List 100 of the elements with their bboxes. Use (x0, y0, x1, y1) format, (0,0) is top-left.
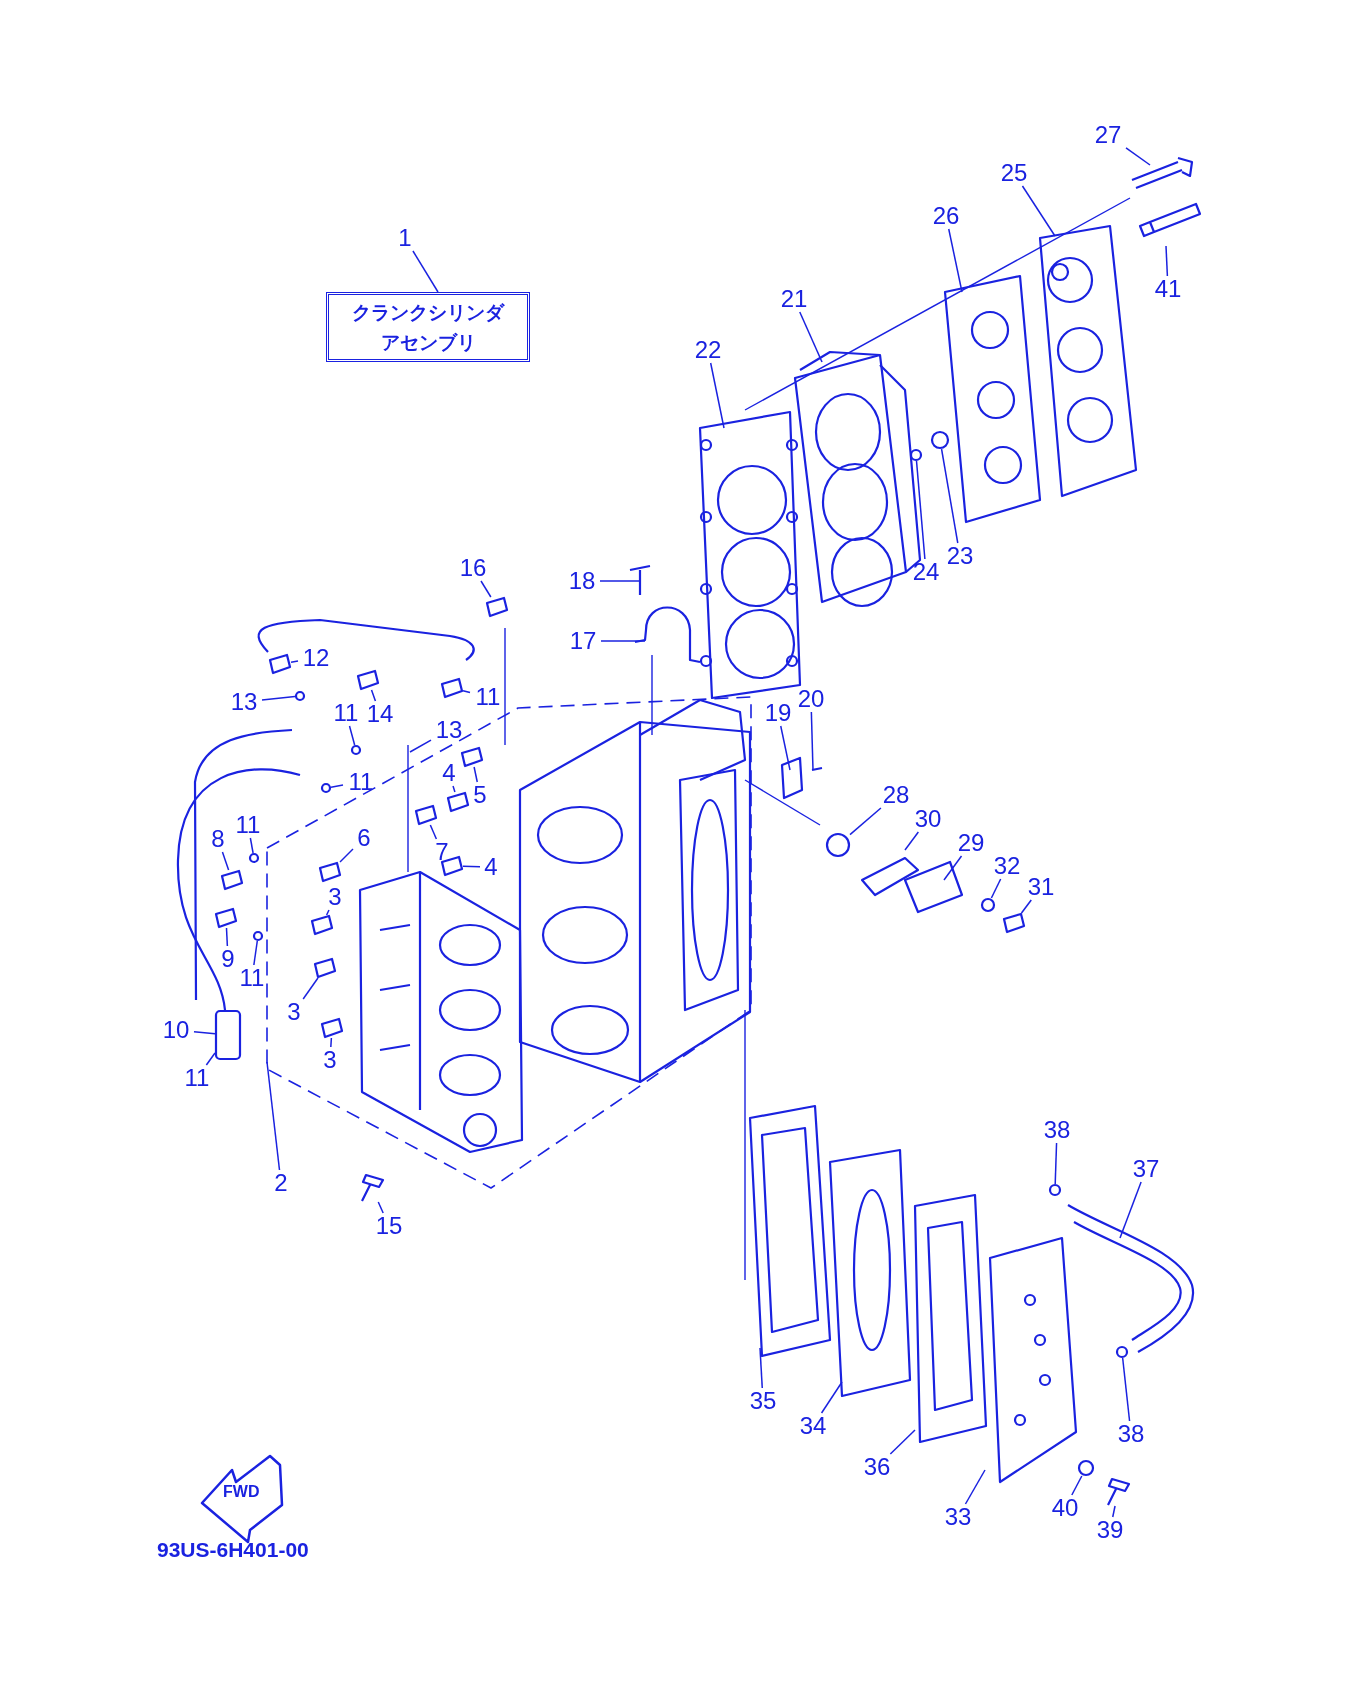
callout-number: 4 (438, 760, 460, 786)
washer (825, 832, 851, 858)
leader-line (290, 660, 299, 663)
leader-line (1054, 1142, 1058, 1185)
leader-line (948, 228, 963, 293)
fitting (268, 653, 292, 675)
leader-line (429, 824, 438, 840)
callout-number: 16 (455, 555, 491, 581)
leader-line (1125, 147, 1151, 166)
leader-line (221, 851, 230, 871)
washer (1077, 1459, 1095, 1477)
callout-number: 11 (470, 684, 506, 710)
callout-number: 13 (226, 689, 262, 715)
callout-number: 33 (940, 1504, 976, 1530)
callout-number: 2 (270, 1170, 292, 1196)
callout-number: 5 (469, 782, 491, 808)
callout-number: 36 (859, 1454, 895, 1480)
callout-number: 20 (793, 686, 829, 712)
leader-line (1071, 1475, 1083, 1496)
fitting (214, 907, 238, 929)
fitting (310, 914, 334, 936)
fitting (414, 804, 438, 826)
hose-clip (320, 782, 332, 794)
fitting (1002, 912, 1026, 934)
leader-line (302, 977, 319, 1000)
tube (214, 1009, 242, 1061)
callout-number: 8 (207, 826, 229, 852)
leader-line (225, 927, 229, 947)
callout-number: 27 (1090, 122, 1126, 148)
leader-line (1119, 1181, 1142, 1239)
leader-line (599, 580, 641, 582)
callout-number: 11 (230, 812, 266, 838)
fitting (485, 596, 509, 618)
callout-number: 22 (690, 337, 726, 363)
callout-number: 17 (565, 628, 601, 654)
leader-line (904, 831, 920, 851)
callout-number: 14 (362, 701, 398, 727)
hose-clip (248, 852, 260, 864)
leader-line (261, 695, 296, 701)
leader-line (462, 865, 481, 868)
leader-line (849, 807, 882, 836)
callout-number: 11 (179, 1065, 215, 1091)
hose-clip (1048, 1183, 1062, 1197)
callout-number: 10 (158, 1017, 194, 1043)
callout-number: 12 (298, 645, 334, 671)
leader-line (940, 448, 959, 544)
callout-number: 41 (1150, 276, 1186, 302)
leader-line (600, 640, 646, 642)
hose-clip (252, 930, 264, 942)
leader-line (1112, 1505, 1116, 1518)
callout-number: 30 (910, 806, 946, 832)
leader-line (1121, 1357, 1131, 1422)
leader-line (193, 1031, 216, 1035)
leader-line (889, 1429, 916, 1455)
callout-number: 26 (928, 203, 964, 229)
leader-line (1021, 185, 1056, 237)
bolt (1106, 1477, 1131, 1507)
fitting (446, 791, 470, 813)
leader-line (480, 580, 492, 598)
leader-line (452, 785, 456, 793)
callout-number: 15 (371, 1213, 407, 1239)
callout-number: 40 (1047, 1495, 1083, 1521)
hose-clip (1115, 1345, 1129, 1359)
leader-line (205, 1052, 216, 1066)
leader-line (990, 878, 1002, 899)
callout-number: 3 (324, 884, 346, 910)
leader-line (370, 689, 377, 702)
callout-number: 4 (480, 854, 502, 880)
washer (980, 897, 996, 913)
callout-number: 32 (989, 853, 1025, 879)
callout-number: 35 (745, 1388, 781, 1414)
callout-number: 3 (319, 1047, 341, 1073)
callout-number: 3 (283, 999, 305, 1025)
fitting (318, 861, 342, 883)
leader-line (820, 1381, 843, 1414)
direction-label: FWD (223, 1483, 260, 1501)
leader-line (943, 855, 963, 881)
callout-number: 18 (564, 568, 600, 594)
washer (930, 430, 950, 450)
callout-number: 38 (1039, 1117, 1075, 1143)
leader-line (409, 739, 432, 753)
fitting (220, 869, 244, 891)
fitting (320, 1017, 344, 1039)
leader-line (709, 362, 725, 429)
leader-line (473, 766, 478, 783)
callout-number: 38 (1113, 1421, 1149, 1447)
leader-line (348, 725, 356, 746)
hose-clip (294, 690, 306, 702)
callout-number: 7 (431, 839, 453, 865)
callout-number: 13 (431, 717, 467, 743)
leader-line (249, 837, 254, 854)
leader-line (915, 460, 926, 560)
leader-line (964, 1469, 986, 1505)
bolt (360, 1173, 385, 1203)
fitting (460, 746, 484, 768)
callout-number: 25 (996, 160, 1032, 186)
leader-line (266, 1061, 281, 1171)
leader-line (810, 711, 814, 771)
leader-line (330, 784, 344, 788)
callout-number: 24 (908, 559, 944, 585)
